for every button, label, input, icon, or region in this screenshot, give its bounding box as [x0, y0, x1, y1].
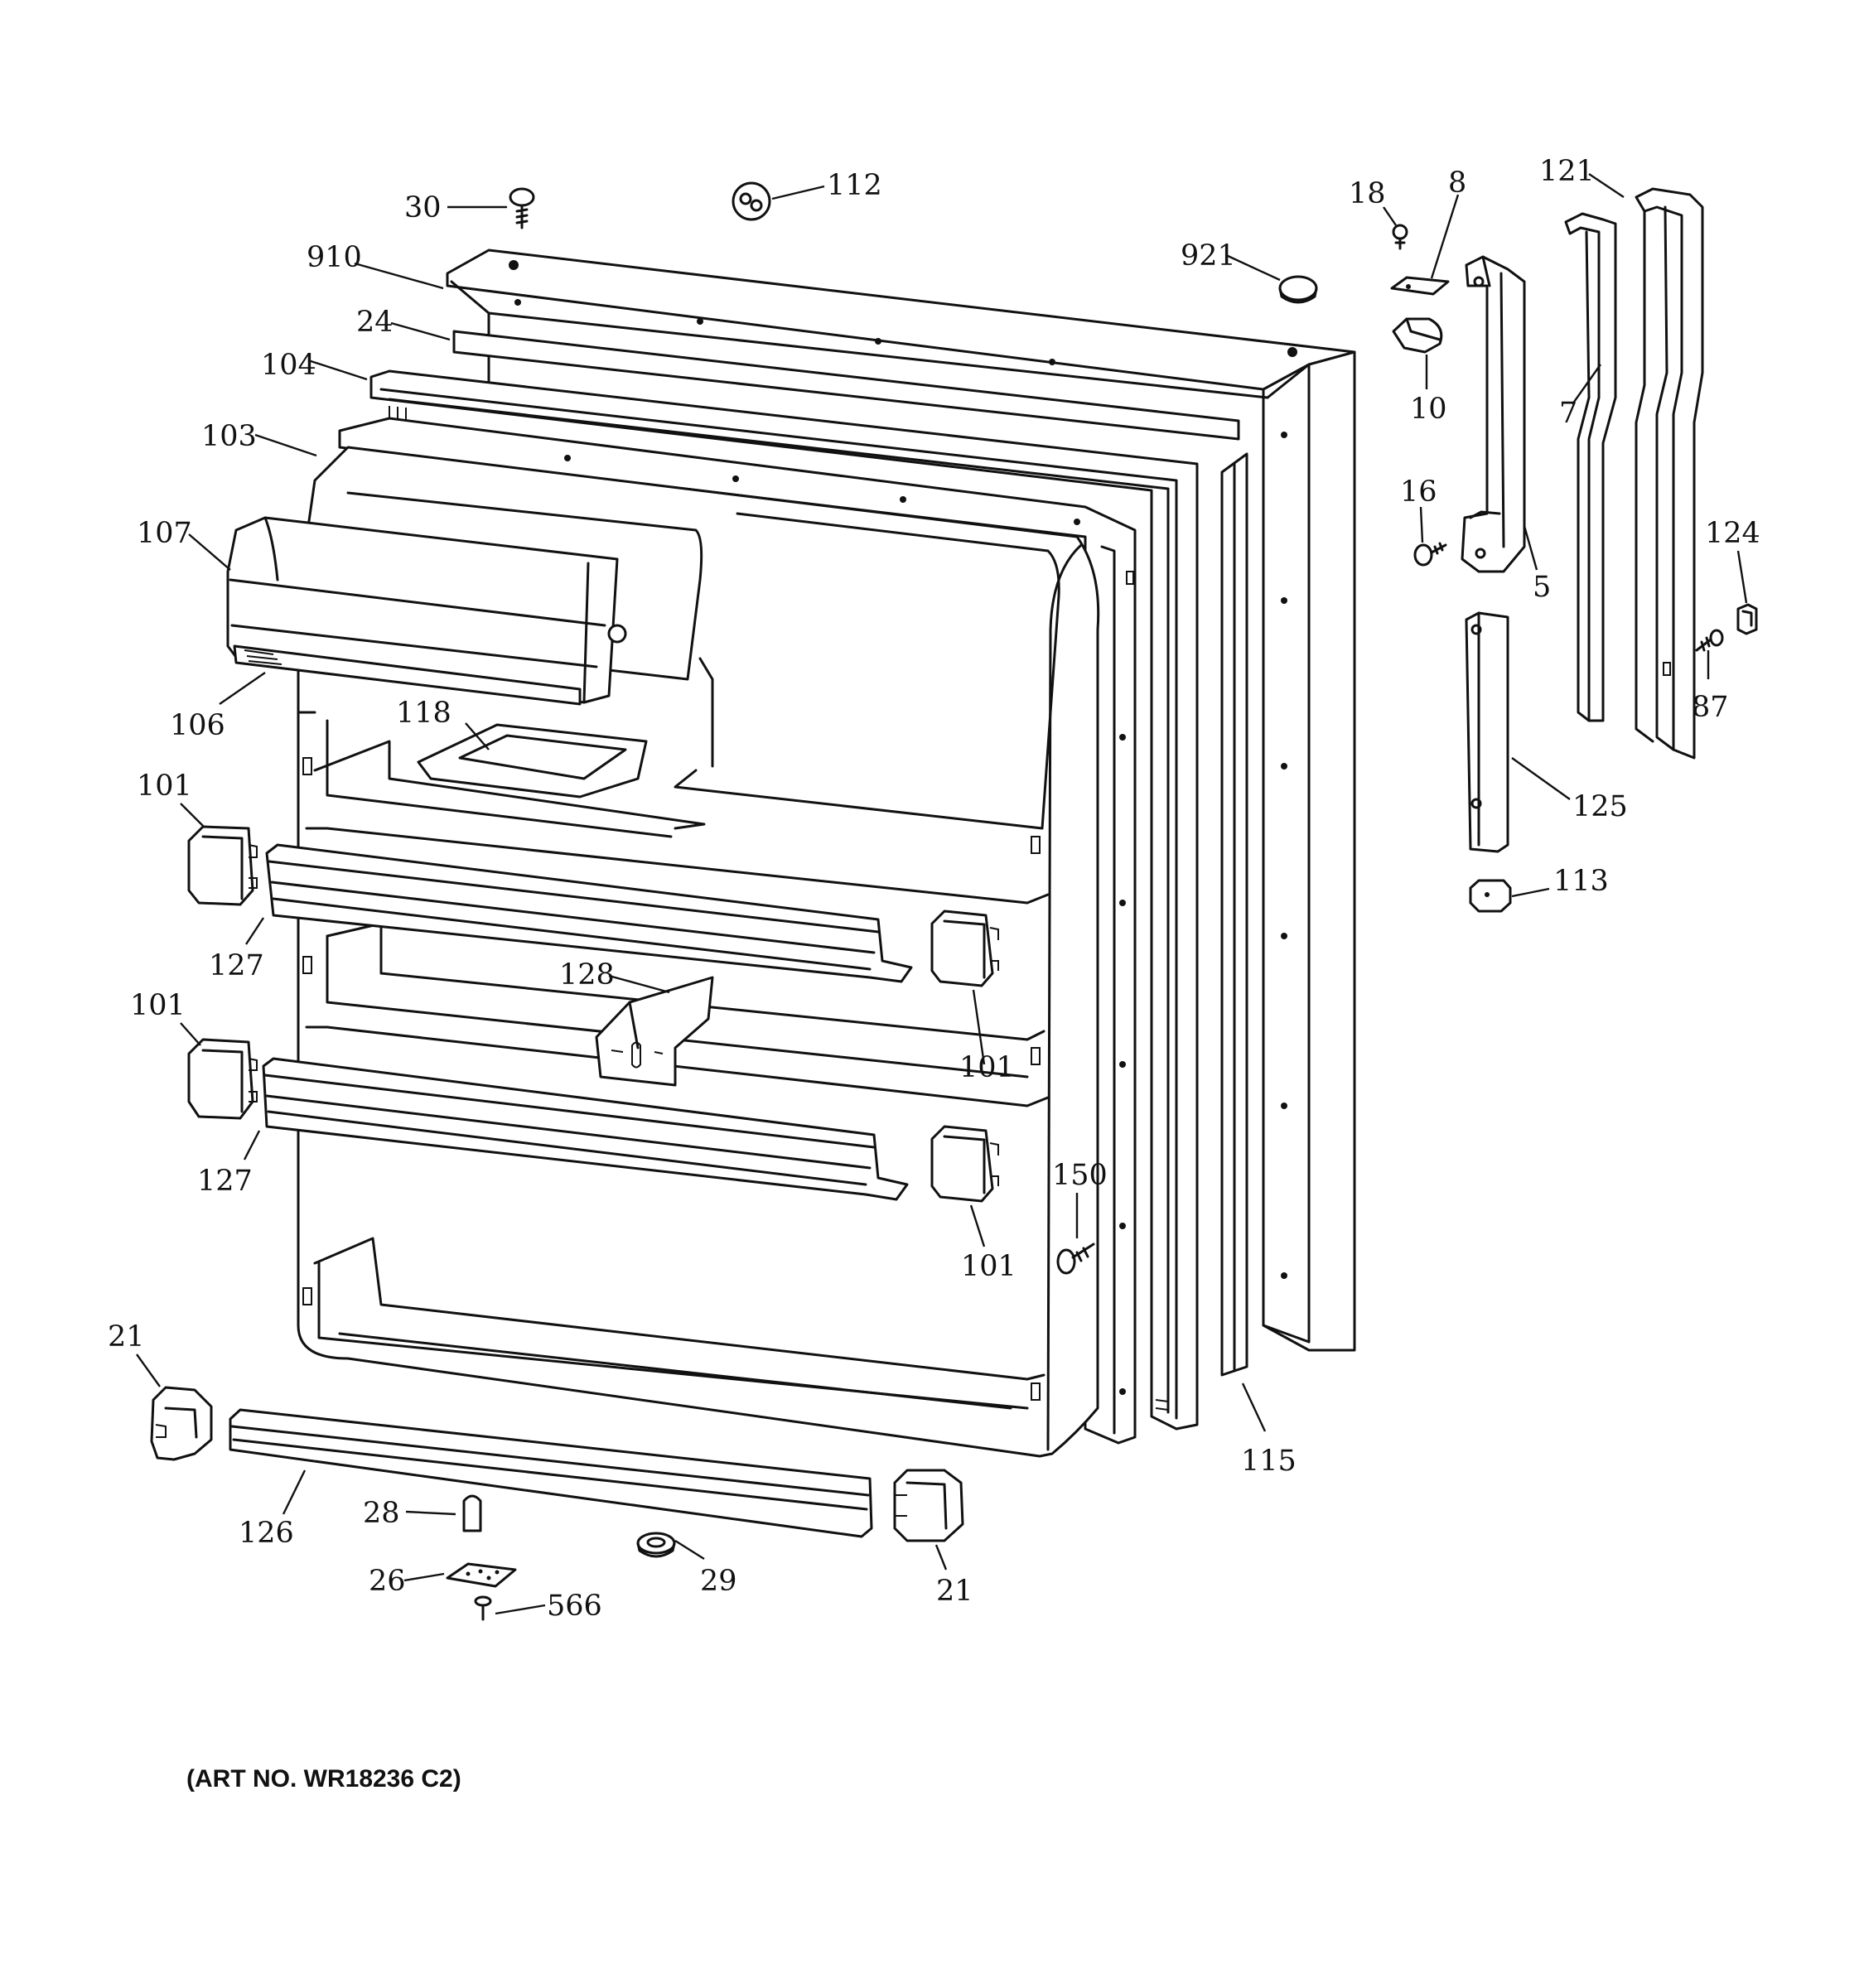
- callout-5: 5: [1533, 571, 1551, 604]
- hinge-cap-part: [150, 1386, 213, 1461]
- screw-16-part: [1413, 542, 1447, 567]
- shelf-support-part: [187, 825, 258, 906]
- plate-26-part: [446, 1562, 517, 1588]
- callout-7: 7: [1559, 397, 1577, 430]
- leader-lines: [136, 173, 1748, 1615]
- callout-150: 150: [1052, 1159, 1108, 1192]
- callout-87: 87: [1692, 691, 1729, 724]
- callout-121: 121: [1539, 155, 1595, 188]
- callout-910: 910: [307, 241, 362, 274]
- handle-5-part: [1461, 255, 1526, 573]
- screw-30-part: [509, 187, 535, 229]
- door-shelf-upper-part: [265, 843, 913, 983]
- outer-door-part: [446, 248, 1356, 1352]
- art-number: (ART NO. WR18236 C2): [186, 1765, 461, 1793]
- callout-24: 24: [356, 306, 394, 339]
- callout-8: 8: [1448, 166, 1466, 200]
- callout-101-b: 101: [130, 989, 186, 1022]
- callout-103: 103: [201, 420, 257, 453]
- hinge-pin-8-part: [1390, 276, 1450, 296]
- callout-127-b: 127: [197, 1165, 253, 1198]
- callout-29: 29: [700, 1565, 737, 1598]
- bottle-retainer-part: [595, 976, 714, 1087]
- stud-28-part: [462, 1494, 482, 1532]
- hinge-7-part: [1564, 212, 1617, 722]
- door-trim-part: [452, 330, 1240, 441]
- callout-21-b: 21: [936, 1575, 973, 1608]
- callout-101-a: 101: [137, 770, 192, 803]
- callout-16: 16: [1400, 475, 1437, 509]
- callout-107: 107: [137, 517, 192, 550]
- callout-112: 112: [827, 169, 882, 202]
- plug-921-part: [1278, 275, 1318, 304]
- door-gasket-part: [369, 369, 1199, 1431]
- callout-10: 10: [1410, 393, 1447, 426]
- plug-29-part: [636, 1532, 676, 1558]
- callout-labels: 30 112 910 24 104 103 107 106 118 101 12…: [108, 155, 1760, 1623]
- callout-18: 18: [1349, 177, 1386, 210]
- screw-566-part: [474, 1595, 492, 1621]
- bottom-trim-part: [229, 1408, 873, 1538]
- plug-124-part: [1736, 603, 1758, 635]
- hinge-121-part: [1635, 187, 1704, 760]
- callout-26: 26: [369, 1565, 406, 1598]
- door-shelf-lower-part: [262, 1057, 909, 1201]
- callout-126: 126: [239, 1517, 294, 1550]
- callout-106: 106: [170, 709, 225, 742]
- callout-128: 128: [559, 958, 615, 992]
- screw-150-part: [1056, 1242, 1095, 1275]
- bracket-125-part: [1465, 611, 1509, 853]
- callout-566: 566: [547, 1590, 602, 1623]
- callout-101-d: 101: [961, 1250, 1017, 1283]
- shelf-support-part: [930, 1125, 999, 1203]
- screw-87-part: [1695, 629, 1724, 652]
- hinge-cap-part: [893, 1469, 964, 1542]
- callout-125: 125: [1572, 790, 1628, 823]
- callout-113: 113: [1553, 865, 1609, 898]
- callout-21-a: 21: [108, 1320, 145, 1353]
- egg-tray-part: [417, 723, 648, 799]
- shelf-support-part: [187, 1038, 258, 1120]
- callout-921: 921: [1181, 239, 1236, 273]
- callout-115: 115: [1241, 1445, 1297, 1478]
- plug-112-part: [732, 181, 771, 221]
- screw-18-part: [1392, 224, 1408, 250]
- bushing-10-part: [1392, 317, 1443, 354]
- cap-113-part: [1469, 879, 1512, 913]
- callout-104: 104: [261, 349, 316, 382]
- callout-101-c: 101: [959, 1051, 1015, 1084]
- callout-28: 28: [363, 1497, 400, 1530]
- callout-124: 124: [1705, 517, 1760, 550]
- callout-118: 118: [396, 697, 452, 730]
- shelf-support-part: [930, 910, 999, 987]
- callout-30: 30: [404, 191, 442, 224]
- dairy-door-bar-part: [233, 644, 582, 706]
- callout-127-a: 127: [209, 949, 264, 982]
- seal-strip-part: [1220, 452, 1248, 1377]
